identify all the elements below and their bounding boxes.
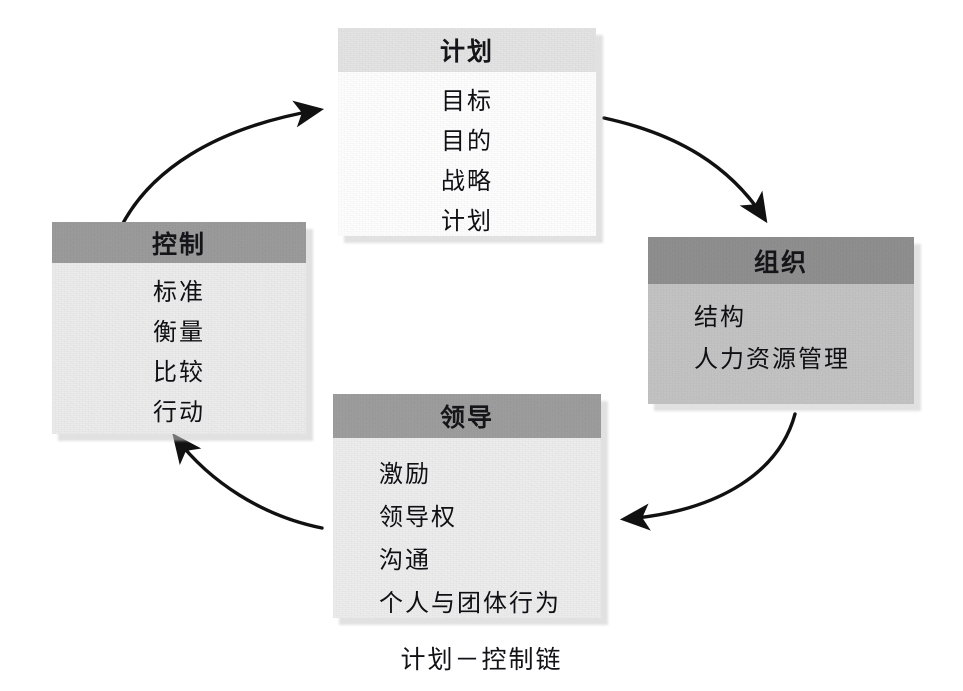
node-lead-title: 领导 — [333, 394, 601, 438]
node-organize-panel: 组织 结构 人力资源管理 — [648, 237, 914, 404]
list-item: 激励 — [379, 460, 431, 488]
list-item: 目标 — [441, 87, 493, 115]
list-item: 计划 — [441, 207, 493, 235]
list-item: 比较 — [153, 358, 205, 386]
node-lead-items: 激励 领导权 沟通 个人与团体行为 — [333, 438, 601, 618]
list-item: 人力资源管理 — [694, 345, 850, 373]
list-item: 沟通 — [379, 546, 431, 574]
node-control-items: 标准 衡量 比较 行动 — [52, 263, 306, 427]
node-control[interactable]: 控制 标准 衡量 比较 行动 — [52, 222, 313, 441]
node-organize-items: 结构 人力资源管理 — [648, 284, 914, 374]
list-item: 行动 — [153, 398, 205, 426]
node-plan[interactable]: 计划 目标 目的 战略 计划 — [338, 28, 603, 243]
arrow-plan-to-organize — [602, 116, 768, 224]
node-plan-title: 计划 — [338, 28, 596, 72]
list-item: 标准 — [153, 278, 205, 306]
node-organize[interactable]: 组织 结构 人力资源管理 — [648, 237, 921, 411]
list-item: 战略 — [441, 167, 493, 195]
node-control-panel: 控制 标准 衡量 比较 行动 — [52, 222, 306, 434]
arrow-control-to-plan — [120, 100, 325, 227]
node-lead[interactable]: 领导 激励 领导权 沟通 个人与团体行为 — [333, 394, 608, 625]
diagram-caption: 计划－控制链 — [400, 645, 563, 674]
list-item: 目的 — [441, 127, 493, 155]
list-item: 结构 — [694, 303, 746, 331]
list-item: 个人与团体行为 — [379, 589, 561, 617]
list-item: 衡量 — [153, 318, 205, 346]
node-control-title: 控制 — [52, 222, 306, 263]
node-plan-panel: 计划 目标 目的 战略 计划 — [338, 28, 596, 236]
arrow-organize-to-lead — [619, 412, 797, 531]
node-organize-title: 组织 — [648, 237, 914, 284]
list-item: 领导权 — [379, 503, 457, 531]
node-plan-items: 目标 目的 战略 计划 — [338, 72, 596, 236]
arrow-lead-to-control — [172, 433, 324, 530]
node-lead-panel: 领导 激励 领导权 沟通 个人与团体行为 — [333, 394, 601, 618]
